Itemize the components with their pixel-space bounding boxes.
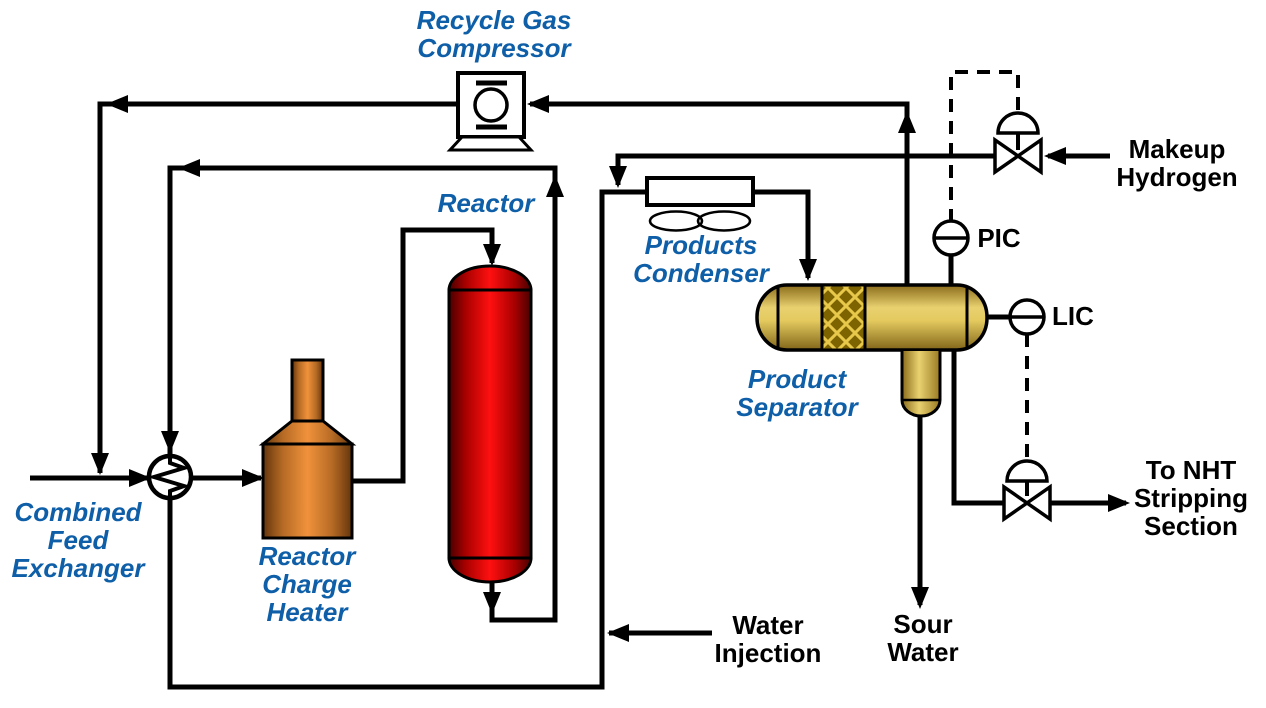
- separator-boot: [900, 351, 942, 418]
- pic-controller: [932, 219, 970, 257]
- valve-actuator-dome: [996, 111, 1040, 135]
- label-line: Injection: [714, 638, 822, 668]
- label-combined-feed-exchanger: Combined Feed Exchanger: [12, 498, 145, 582]
- arrow-into-condenser-feed: [609, 166, 627, 188]
- valve-actuator-dome: [1005, 459, 1049, 483]
- label-makeup-hydrogen: Makeup Hydrogen: [1116, 135, 1237, 191]
- label-line: Hydrogen: [1116, 162, 1238, 192]
- label-line: Reactor: [258, 541, 356, 571]
- label-recycle-gas-compressor: Recycle Gas Compressor: [417, 6, 572, 62]
- lic-control-valve: [1002, 459, 1052, 523]
- flow-arrows: [91, 95, 1130, 642]
- arrow-effluent-left: [178, 159, 200, 177]
- lic-controller: [1008, 298, 1046, 336]
- instrument-signal-lines: [949, 70, 1029, 459]
- label-line: Sour: [893, 609, 953, 639]
- arrow-gas-riser-up: [898, 111, 916, 133]
- exchanger-coil-zigzag: [147, 457, 191, 497]
- arrow-compressor-discharge-left: [106, 95, 128, 113]
- arrow-effluent-riser-up: [546, 175, 564, 197]
- arrow-reactor-outlet-down: [483, 592, 501, 614]
- arrow-water-injection: [607, 624, 629, 642]
- label-line: Water: [887, 637, 959, 667]
- pic-signal-line: [949, 70, 1020, 222]
- arrow-feed-into-exchanger: [129, 469, 151, 487]
- process-lines: [30, 101, 1126, 690]
- condenser-fan-left: [648, 210, 704, 232]
- label-line: Reactor: [437, 188, 535, 218]
- combined-feed-exchanger: [146, 453, 194, 501]
- label-products-condenser: Products Condenser: [633, 231, 769, 287]
- compressor-impeller-circle: [473, 87, 509, 123]
- product-separator: [755, 283, 989, 418]
- label-line: Separator: [736, 392, 858, 422]
- arrow-into-compressor: [527, 95, 549, 113]
- label-line: Heater: [266, 597, 348, 627]
- label-line: Combined: [14, 497, 142, 527]
- reactor-bottom-head: [447, 556, 533, 584]
- label-reactor-charge-heater: Reactor Charge Heater: [259, 542, 356, 626]
- label-line: Charge: [262, 569, 352, 599]
- label-sour-water: Sour Water: [887, 610, 958, 666]
- compressor-discharge-line: [97, 101, 457, 473]
- label-line: Stripping: [1133, 483, 1249, 513]
- arrow-into-reactor-top: [483, 244, 501, 266]
- label-reactor: Reactor: [438, 189, 535, 217]
- heater-stack: [290, 358, 325, 424]
- makeup-hydrogen-valve: [993, 111, 1043, 176]
- separator-gas-to-compressor-line: [530, 101, 910, 286]
- heater-body: [261, 442, 354, 540]
- arrow-recycle-into-feed: [91, 453, 109, 475]
- label-line: Product: [747, 364, 847, 394]
- label-pic: PIC: [977, 223, 1021, 253]
- mesh-pad: [820, 283, 867, 352]
- separator-shell: [755, 283, 989, 352]
- heater-to-reactor-line: [352, 227, 495, 484]
- label-line: Compressor: [417, 33, 571, 63]
- reactor-effluent-line: [167, 165, 649, 690]
- reactor-vessel: [447, 264, 533, 584]
- reactor-charge-heater: [258, 358, 357, 540]
- compressor-base: [446, 135, 535, 152]
- arrow-makeup-into-valve: [1044, 147, 1066, 165]
- separator-liquid-line: [951, 349, 1005, 506]
- label-line: Feed: [47, 525, 109, 555]
- label-line: Water: [732, 610, 804, 640]
- label-line: Products: [644, 230, 758, 260]
- label-line: Exchanger: [11, 553, 145, 583]
- label-product-separator: Product Separator: [736, 365, 857, 421]
- condenser-fan-right: [696, 210, 752, 232]
- arrow-effluent-into-exchanger: [161, 431, 179, 453]
- label-line: Recycle Gas: [416, 5, 572, 35]
- arrow-into-separator: [799, 259, 817, 281]
- arrow-to-nht-right: [1108, 494, 1130, 512]
- reactor-shell: [447, 288, 533, 560]
- label-water-injection: Water Injection: [715, 611, 822, 667]
- label-line: To NHT: [1145, 455, 1237, 485]
- arrow-sour-water-down: [911, 587, 929, 609]
- label-lic: LIC: [1052, 301, 1094, 331]
- condenser-to-separator-line: [753, 189, 811, 278]
- reactor-top-head: [447, 264, 533, 292]
- label-line: Section: [1144, 511, 1238, 541]
- products-condenser: [645, 176, 755, 232]
- label-to-nht-stripping: To NHT Stripping Section: [1134, 456, 1248, 540]
- label-line: Makeup: [1128, 134, 1226, 164]
- heater-shoulder: [258, 419, 357, 446]
- recycle-gas-compressor: [446, 71, 535, 152]
- arrow-feed-into-heater: [242, 469, 264, 487]
- label-line: Condenser: [633, 258, 769, 288]
